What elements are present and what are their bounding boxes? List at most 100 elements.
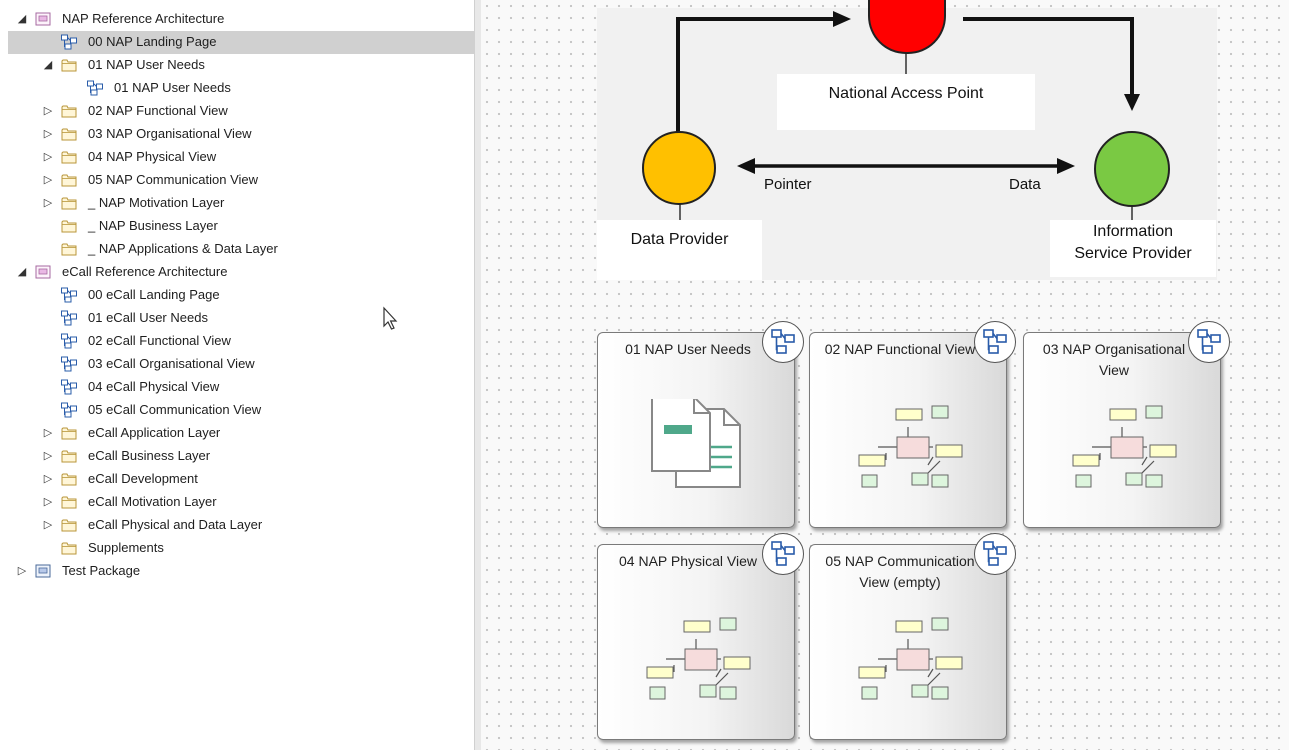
expand-toggle-icon[interactable]: ▷ bbox=[43, 519, 53, 531]
tree-item[interactable]: 02 eCall Functional View bbox=[8, 330, 474, 353]
tree-item[interactable]: ▷ 02 NAP Functional View bbox=[8, 100, 474, 123]
mouse-cursor-icon bbox=[383, 306, 398, 330]
collapse-toggle-icon[interactable]: ◢ bbox=[43, 59, 53, 71]
expand-toggle-icon[interactable]: ▷ bbox=[43, 151, 53, 163]
data-provider-circle[interactable] bbox=[642, 131, 716, 205]
tree-item[interactable]: 00 eCall Landing Page bbox=[8, 284, 474, 307]
tree-item[interactable]: Supplements bbox=[8, 537, 474, 560]
isp-label: Information Service Provider bbox=[1050, 220, 1216, 277]
expand-toggle-icon[interactable]: ▷ bbox=[43, 197, 53, 209]
tree-item[interactable]: ▷ eCall Physical and Data Layer bbox=[8, 514, 474, 537]
tree-item-label: Supplements bbox=[88, 540, 164, 555]
card-title: 02 NAP Functional View bbox=[824, 341, 976, 357]
tree-item[interactable]: ▷ 03 NAP Organisational View bbox=[8, 123, 474, 146]
model-icon bbox=[34, 562, 52, 580]
tree-item[interactable]: 05 eCall Communication View bbox=[8, 399, 474, 422]
folder-icon bbox=[60, 470, 78, 488]
tree-item[interactable]: ▷ 05 NAP Communication View bbox=[8, 169, 474, 192]
pointer-label: Pointer bbox=[764, 176, 812, 193]
tree-item-label: eCall Reference Architecture bbox=[62, 264, 228, 279]
diagram-icon bbox=[60, 332, 78, 350]
diagram-thumbnail-icon bbox=[636, 617, 756, 722]
folder-icon bbox=[60, 539, 78, 557]
diagram-reference-card[interactable]: 03 NAP Organisational View bbox=[1023, 321, 1230, 528]
diagram-icon bbox=[60, 378, 78, 396]
diagram-thumbnail-icon bbox=[848, 405, 968, 510]
flow-arrow-nap-to-isp bbox=[963, 17, 1134, 98]
diagram-icon bbox=[60, 286, 78, 304]
tree-item[interactable]: ◢ eCall Reference Architecture bbox=[8, 261, 474, 284]
diagram-icon bbox=[60, 33, 78, 51]
folder-icon bbox=[60, 102, 78, 120]
folder-icon bbox=[60, 125, 78, 143]
tree-item[interactable]: ▷ _ NAP Motivation Layer bbox=[8, 192, 474, 215]
tree-item-label: eCall Physical and Data Layer bbox=[88, 517, 263, 532]
expand-toggle-icon[interactable]: ▷ bbox=[43, 473, 53, 485]
folder-icon bbox=[60, 240, 78, 258]
panel-splitter[interactable] bbox=[474, 0, 482, 750]
document-thumbnail-icon bbox=[640, 396, 750, 504]
expand-toggle-icon[interactable]: ▷ bbox=[43, 128, 53, 140]
expand-toggle-icon[interactable]: ▷ bbox=[43, 105, 53, 117]
collapse-toggle-icon[interactable]: ◢ bbox=[17, 13, 27, 25]
tree-item[interactable]: ▷ Test Package bbox=[8, 560, 474, 583]
tree-item[interactable]: 03 eCall Organisational View bbox=[8, 353, 474, 376]
tree-item[interactable]: ▷ eCall Motivation Layer bbox=[8, 491, 474, 514]
folder-icon bbox=[60, 148, 78, 166]
diagram-icon bbox=[86, 79, 104, 97]
tree-item-label: 01 eCall User Needs bbox=[88, 310, 208, 325]
diagram-thumbnail-icon bbox=[1062, 405, 1182, 510]
collapse-toggle-icon[interactable]: ◢ bbox=[17, 266, 27, 278]
tree-item[interactable]: ▷eCall Business Layer bbox=[8, 445, 474, 468]
folder-icon bbox=[60, 56, 78, 74]
expand-toggle-icon[interactable]: ▷ bbox=[43, 174, 53, 186]
tree-item-label: 05 eCall Communication View bbox=[88, 402, 262, 417]
tree-item-label: 00 NAP Landing Page bbox=[88, 34, 217, 49]
diagram-reference-card[interactable]: 04 NAP Physical View bbox=[597, 533, 804, 740]
tree-item-label: eCall Application Layer bbox=[88, 425, 221, 440]
tree-item[interactable]: ▷04 NAP Physical View bbox=[8, 146, 474, 169]
tree-item[interactable]: _ NAP Applications & Data Layer bbox=[8, 238, 474, 261]
expand-toggle-icon[interactable]: ▷ bbox=[43, 450, 53, 462]
tree-item[interactable]: 01 NAP User Needs bbox=[8, 77, 474, 100]
diagram-link-icon bbox=[1188, 321, 1230, 363]
tree-item[interactable]: 01 eCall User Needs bbox=[8, 307, 474, 330]
diagram-reference-card[interactable]: 02 NAP Functional View bbox=[809, 321, 1016, 528]
tree-item[interactable]: ▷ eCall Application Layer bbox=[8, 422, 474, 445]
tree-item[interactable]: _ NAP Business Layer bbox=[8, 215, 474, 238]
folder-icon bbox=[60, 493, 78, 511]
diagram-thumbnail-icon bbox=[848, 617, 968, 722]
tree-item-label: NAP Reference Architecture bbox=[62, 11, 225, 26]
tree-item[interactable]: ◢01 NAP User Needs bbox=[8, 54, 474, 77]
tree-item-label: Test Package bbox=[62, 563, 141, 578]
tree-item-label: 04 eCall Physical View bbox=[88, 379, 220, 394]
tree-item[interactable]: ◢ NAP Reference Architecture bbox=[8, 8, 474, 31]
folder-icon bbox=[60, 217, 78, 235]
tree-item-label: 05 NAP Communication View bbox=[88, 172, 259, 187]
expand-toggle-icon[interactable]: ▷ bbox=[43, 427, 53, 439]
expand-toggle-icon[interactable]: ▷ bbox=[17, 565, 27, 577]
diagram-reference-card[interactable]: 01 NAP User Needs bbox=[597, 321, 804, 528]
expand-toggle-icon[interactable]: ▷ bbox=[43, 496, 53, 508]
tree-item-label: _ NAP Applications & Data Layer bbox=[88, 241, 278, 256]
tree-item-label: _ NAP Business Layer bbox=[88, 218, 218, 233]
tree-item[interactable]: 04 eCall Physical View bbox=[8, 376, 474, 399]
tree-item-label: _ NAP Motivation Layer bbox=[88, 195, 225, 210]
tree-item-label: 02 NAP Functional View bbox=[88, 103, 228, 118]
folder-icon bbox=[60, 194, 78, 212]
tree-item-label: 03 NAP Organisational View bbox=[88, 126, 252, 141]
tree-item-label: 03 eCall Organisational View bbox=[88, 356, 255, 371]
overview-connectors bbox=[676, 11, 1140, 220]
isp-label-line2: Service Provider bbox=[1074, 245, 1192, 262]
package-icon bbox=[34, 263, 52, 281]
card-title: 01 NAP User Needs bbox=[625, 341, 751, 357]
tree-item[interactable]: ▷eCall Development bbox=[8, 468, 474, 491]
folder-icon bbox=[60, 516, 78, 534]
diagram-link-icon bbox=[974, 533, 1016, 575]
tree-item-label: eCall Motivation Layer bbox=[88, 494, 217, 509]
diagram-reference-card[interactable]: 05 NAP Communication View (empty) bbox=[809, 533, 1016, 740]
tree-item[interactable]: 00 NAP Landing Page bbox=[8, 31, 474, 54]
diagram-icon bbox=[60, 401, 78, 419]
isp-circle[interactable] bbox=[1094, 131, 1170, 207]
project-browser-tree: ◢ NAP Reference Architecture 00 NAP Landin… bbox=[0, 0, 474, 750]
